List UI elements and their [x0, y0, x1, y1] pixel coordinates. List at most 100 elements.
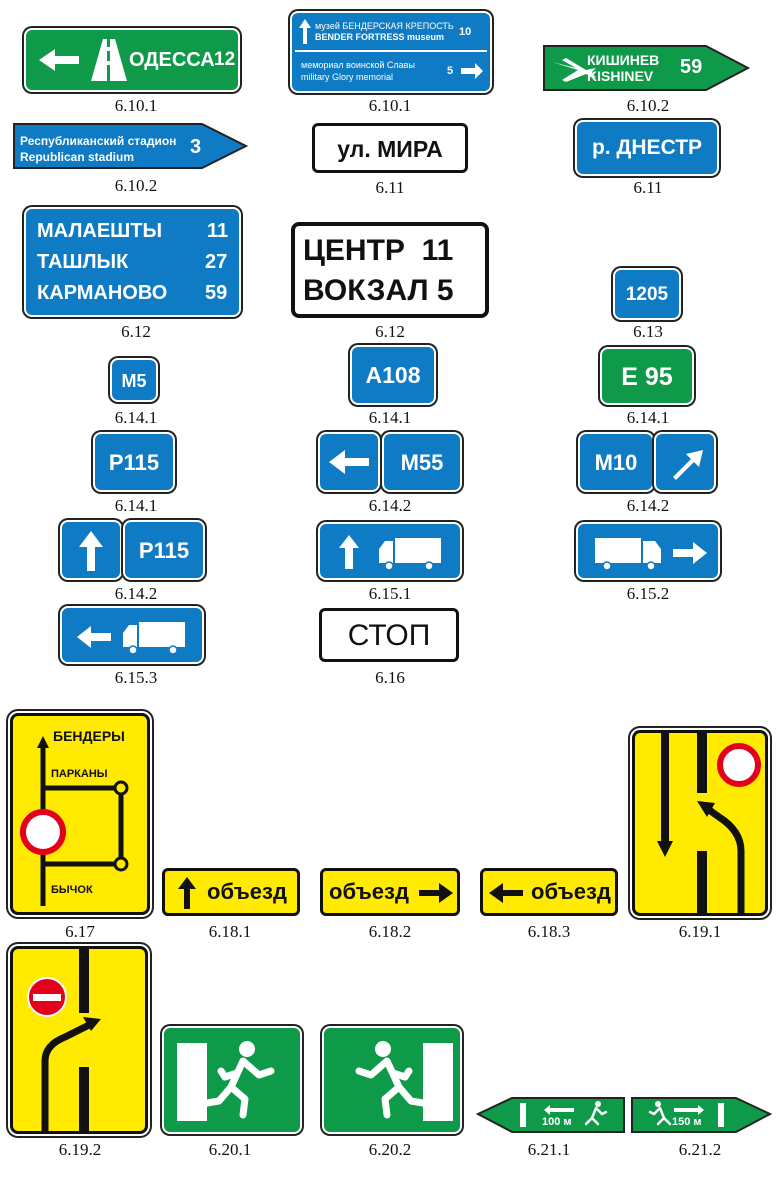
- arrow-up-icon: [79, 531, 103, 571]
- destination-label: БЫЧОК: [51, 884, 93, 896]
- arrow-left-icon: [39, 49, 79, 71]
- destination-label: ТАШЛЫК: [37, 251, 129, 273]
- caption: 6.19.2: [58, 1140, 102, 1159]
- destination-label-en: military Glory memorial: [301, 72, 394, 82]
- sign-6-18-3: объезд: [480, 868, 618, 916]
- caption: 6.10.2: [626, 96, 670, 115]
- caption: 6.21.2: [678, 1140, 722, 1159]
- arrow-left-icon: [329, 450, 369, 474]
- caption: 6.14.1: [114, 408, 158, 427]
- distance-label: 59: [680, 56, 703, 78]
- caption: 6.21.1: [527, 1140, 571, 1159]
- sign-6-14-2-arrow: [320, 434, 378, 490]
- sign-6-12-blue: МАЛАЕШТЫ 11 ТАШЛЫК 27 КАРМАНОВО 59: [26, 209, 239, 315]
- caption: 6.11: [375, 178, 405, 197]
- destination-label-en: Republican stadium: [20, 150, 135, 164]
- destination-label: Республиканский стадион: [20, 134, 177, 148]
- sign-6-13: 1205: [615, 270, 679, 318]
- distance-label: 12: [214, 49, 236, 70]
- caption: 6.15.3: [114, 668, 158, 687]
- caption: 6.20.1: [208, 1140, 252, 1159]
- truck-icon: [379, 538, 441, 571]
- destination-label: ОДЕССА: [129, 49, 215, 71]
- sign-6-19-1: [632, 730, 768, 916]
- sign-6-20-2-emergency-exit: [324, 1028, 460, 1132]
- sign-6-11-river: р. ДНЕСТР: [577, 122, 717, 174]
- caption: 6.12: [121, 322, 151, 341]
- destination-label: ПАРКАНЫ: [51, 768, 108, 780]
- exit-door-icon: [423, 1043, 453, 1121]
- arrow-left-icon: [489, 883, 523, 903]
- sign-6-20-1-emergency-exit: [164, 1028, 300, 1132]
- route-number: P115: [108, 450, 160, 475]
- arrow-right-icon: [673, 542, 707, 564]
- route-number: M10: [594, 450, 638, 475]
- sign-6-19-2: [10, 946, 148, 1134]
- detour-scheme-icon: [37, 736, 129, 906]
- arrow-right-icon: [419, 883, 453, 903]
- motorway-icon: [91, 39, 127, 81]
- sign-6-14-2-p115: P115: [125, 522, 203, 578]
- destination-label: ЦЕНТР 11: [303, 234, 454, 267]
- no-entry-traffic-icon: [20, 809, 66, 855]
- route-number: M5: [121, 371, 147, 391]
- sign-6-14-1-e95: E 95: [602, 349, 692, 403]
- distance-label: 27: [205, 251, 228, 273]
- caption: 6.14.1: [626, 408, 670, 427]
- caption: 6.20.2: [368, 1140, 412, 1159]
- caption: 6.10.2: [114, 176, 158, 195]
- caption: 6.14.2: [114, 584, 158, 603]
- kilometer-number: 1205: [625, 284, 669, 305]
- route-number: E 95: [621, 363, 673, 391]
- route-number: M55: [400, 450, 444, 475]
- street-name: ул. МИРА: [337, 136, 443, 162]
- caption: 6.14.1: [368, 408, 412, 427]
- truck-icon: [123, 622, 185, 655]
- caption: 6.18.1: [208, 922, 252, 941]
- sign-6-10-1-museums: музей БЕНДЕРСКАЯ КРЕПОСТЬ BENDER FORTRES…: [292, 13, 490, 91]
- arrow-right-icon: [461, 63, 483, 79]
- caption: 6.10.1: [114, 96, 158, 115]
- sign-6-15-2: [578, 524, 718, 578]
- no-entry-icon: [27, 977, 67, 1017]
- caption: 6.13: [633, 322, 663, 341]
- sign-6-14-2-arrow: [656, 434, 714, 490]
- sign-6-15-1: [320, 524, 460, 578]
- detour-label: объезд: [329, 879, 409, 904]
- destination-label: БЕНДЕРЫ: [53, 728, 125, 744]
- distance-label: 3: [190, 136, 202, 158]
- distance-label: 10: [459, 26, 472, 38]
- arrow-up-right-icon: [673, 450, 703, 480]
- river-name: р. ДНЕСТР: [591, 136, 703, 159]
- caption: 6.18.2: [368, 922, 412, 941]
- sign-6-18-1: объезд: [162, 868, 300, 916]
- running-person-icon: [203, 1041, 275, 1119]
- destination-label-en: KISHINEV: [587, 68, 654, 84]
- exit-door-icon: [177, 1043, 207, 1121]
- destination-label: КИШИНЕВ: [587, 52, 660, 68]
- distance-label: 150 м: [672, 1116, 702, 1128]
- sign-6-11-street: ул. МИРА: [312, 123, 468, 173]
- route-number: A108: [365, 362, 421, 388]
- distance-label: 59: [205, 282, 228, 304]
- distance-label: 100 м: [542, 1116, 572, 1128]
- destination-label: КАРМАНОВО: [37, 282, 168, 304]
- destination-label: мемориал воинской Славы: [301, 60, 415, 70]
- arrow-up-icon: [295, 19, 487, 52]
- arrow-up-icon: [178, 877, 196, 909]
- sign-6-16-stop: СТОП: [319, 608, 459, 662]
- arrow-up-icon: [339, 535, 359, 569]
- caption: 6.19.1: [678, 922, 722, 941]
- detour-label: объезд: [531, 879, 611, 904]
- caption: 6.14.1: [114, 496, 158, 515]
- destination-label: ВОКЗАЛ 5: [303, 274, 454, 307]
- caption: 6.10.1: [368, 96, 412, 115]
- truck-icon: [595, 538, 661, 571]
- sign-6-14-2-m55: M55: [384, 434, 460, 490]
- caption: 6.14.2: [368, 496, 412, 515]
- caption: 6.15.1: [368, 584, 412, 603]
- route-number: P115: [138, 538, 190, 563]
- sign-6-14-1-a108: A108: [352, 347, 434, 403]
- caption: 6.15.2: [626, 584, 670, 603]
